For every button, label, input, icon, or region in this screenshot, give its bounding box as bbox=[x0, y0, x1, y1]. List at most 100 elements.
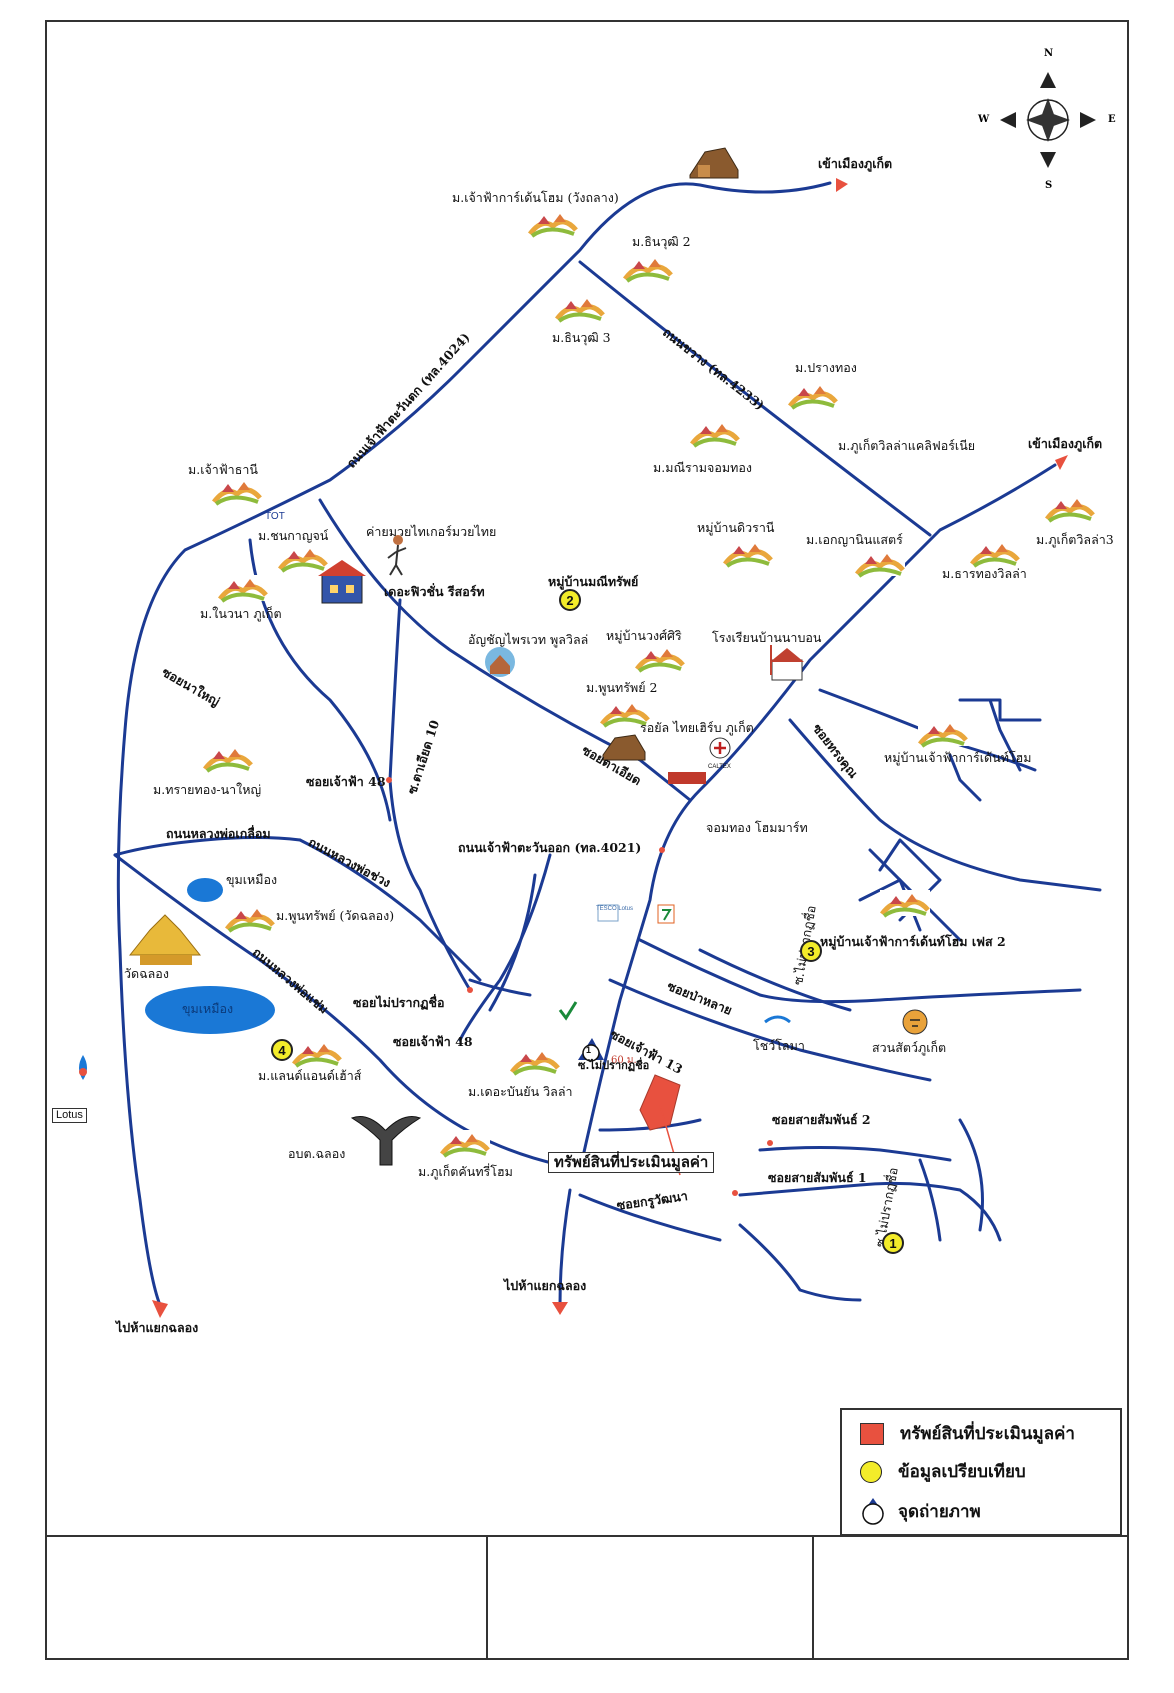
label-nuangsiri: หมู่บ้านวงศ์ศิริ bbox=[606, 628, 682, 643]
road-right-loop bbox=[958, 1118, 984, 1232]
village-icon bbox=[970, 540, 1020, 566]
arrow-to-chalong-left bbox=[152, 1300, 168, 1318]
village-icon bbox=[555, 295, 605, 321]
label-maneeram-jomthong: ม.มณีรามจอมทอง bbox=[653, 460, 752, 475]
royal-herb-icon bbox=[602, 734, 646, 761]
village-icon bbox=[212, 478, 262, 504]
zoo-icon bbox=[902, 1009, 928, 1035]
comparison-marker-3: 3 bbox=[800, 940, 822, 962]
road-4024 bbox=[116, 181, 832, 1307]
village-icon bbox=[918, 720, 968, 746]
label-tot: TOT bbox=[265, 511, 285, 522]
road-4021 bbox=[458, 853, 552, 1042]
road-soi-tayod bbox=[318, 498, 692, 802]
road-lower-branch bbox=[738, 1223, 862, 1302]
road-south-mid bbox=[558, 1188, 572, 1307]
legend-photo-point-icon bbox=[862, 1498, 884, 1525]
compass-south-label: S bbox=[1045, 180, 1053, 191]
label-soi-saisamphan2: ซอยสายสัมพันธ์ 2 bbox=[772, 1112, 871, 1127]
label-road-phoklua: ถนนหลวงพ่อเกลื่อม bbox=[166, 826, 271, 841]
label-subject-property: ทรัพย์สินที่ประเมินมูลค่า bbox=[548, 1152, 715, 1173]
label-manisap: หมู่บ้านมณีทรัพย์ bbox=[548, 574, 639, 589]
label-wat-chalong: วัดฉลอง bbox=[124, 966, 169, 981]
photo-point-marker bbox=[578, 1038, 604, 1062]
label-soi-chaofa48-b: ซอยเจ้าฟ้า 48 bbox=[393, 1034, 473, 1049]
ptt-icon bbox=[79, 1055, 87, 1080]
label-khum-muang-lake: ขุมเหมือง bbox=[182, 1001, 234, 1016]
road-phoklua bbox=[113, 836, 302, 857]
label-chaofa-garden-home-wangthalang: ม.เจ้าฟ้าการ์เด้นโฮม (วังถลาง) bbox=[452, 190, 619, 205]
comparison-marker-4: 4 bbox=[271, 1039, 293, 1061]
label-road-4021: ถนนเจ้าฟ้าตะวันออก (ทล.4021) bbox=[458, 840, 642, 855]
road-right-branch bbox=[918, 1158, 942, 1242]
legend-property-label: ทรัพย์สินที่ประเมินมูลค่า bbox=[900, 1424, 1075, 1444]
comparison-marker-1: 1 bbox=[882, 1232, 904, 1254]
label-soi-chaofa48-a: ซอยเจ้าฟ้า 48 bbox=[306, 774, 386, 789]
label-soi-mai-prakot-c: ซ.ไม่ปรากฏชื่อ bbox=[578, 1059, 650, 1072]
road-kruwatthana bbox=[578, 1193, 722, 1242]
show-lamai-icon bbox=[764, 1015, 791, 1024]
compass-west-label: W bbox=[978, 114, 990, 125]
label-zoo: สวนสัตว์ภูเก็ต bbox=[872, 1040, 947, 1055]
footer-cell-separator bbox=[486, 1537, 488, 1660]
village-icon bbox=[623, 255, 673, 281]
wat-chalong-icon bbox=[128, 914, 202, 965]
label-tharathong-villa: ม.ธารทองวิลล่า bbox=[942, 566, 1027, 581]
anchan-villa-icon bbox=[485, 647, 515, 677]
village-icon bbox=[880, 890, 930, 916]
compass-north-label: N bbox=[1044, 48, 1054, 59]
label-chaofa-thani: ม.เจ้าฟ้าธานี bbox=[188, 462, 258, 477]
legend-comparison-swatch bbox=[860, 1460, 882, 1483]
subject-property-plot bbox=[639, 1074, 681, 1131]
label-muay-thai-camp: ค่ายมวยไทเกอร์มวยไทย bbox=[366, 524, 497, 539]
label-show-lamai: โชว์โลมา bbox=[753, 1038, 805, 1053]
label-saithong-nayai: ม.ทรายทอง-นาใหญ่ bbox=[153, 782, 262, 797]
label-thinwut2: ม.ธินวุฒิ 2 bbox=[632, 234, 691, 249]
label-royal-thai-phuket: รอยัล ไทยเฮิร์บ ภูเก็ต bbox=[640, 720, 754, 735]
village-icon bbox=[1045, 495, 1095, 521]
label-phuket-villa3: ม.ภูเก็ตวิลล่า3 bbox=[1036, 532, 1114, 547]
label-to-chalong-left: ไปห้าแยกฉลอง bbox=[116, 1320, 199, 1335]
label-obt-chalong: อบต.ฉลอง bbox=[288, 1146, 346, 1161]
school-icon bbox=[770, 645, 804, 681]
road-soi-saisamphan1 bbox=[738, 1181, 1002, 1242]
label-school-banna: โรงเรียนบ้านนาบอน bbox=[712, 630, 822, 645]
seven-eleven-icon bbox=[657, 904, 675, 924]
fusion-resort-icon bbox=[318, 560, 366, 604]
house-icon-top bbox=[689, 147, 739, 179]
road-to-phuket-right bbox=[578, 463, 1057, 1172]
village-icon bbox=[292, 1040, 342, 1066]
label-anchan-phrawet: อัญชัญไพรเวท พูลวิลล่ bbox=[468, 632, 589, 647]
village-icon bbox=[690, 420, 740, 446]
village-icon bbox=[510, 1048, 560, 1074]
compass-east-label: E bbox=[1108, 114, 1116, 125]
label-thinwut3: ม.ธินวุฒิ 3 bbox=[552, 330, 611, 345]
photo-point-number: 1 bbox=[586, 1045, 592, 1055]
label-to-phuket-right: เข้าเมืองภูเก็ต bbox=[1028, 436, 1103, 451]
legend-photo-label: จุดถ่ายภาพ bbox=[898, 1501, 981, 1522]
label-eknaphinseri: ม.เอกญานินแสตร์ bbox=[806, 532, 903, 547]
label-soi-saisamphan1: ซอยสายสัมพันธ์ 1 bbox=[768, 1170, 867, 1185]
road-cluster-1 bbox=[958, 698, 1042, 722]
label-chaofa-garden-home2: หมู่บ้านเจ้าฟ้าการ์เด้นท์โฮม เฟส 2 bbox=[820, 934, 1006, 949]
arrow-to-chalong-mid bbox=[552, 1302, 568, 1315]
label-distance-60m: 60 ม. bbox=[611, 1055, 637, 1066]
road-central-link bbox=[468, 978, 532, 997]
road-phochaem bbox=[113, 853, 562, 1167]
village-icon bbox=[723, 540, 773, 566]
village-icon bbox=[218, 575, 268, 601]
homemart-icon bbox=[668, 772, 706, 784]
road-soi-chaofa13 bbox=[608, 978, 932, 1082]
label-nawana: ม.ในวนา ภูเก็ต bbox=[200, 606, 282, 621]
village-icon bbox=[635, 645, 685, 671]
label-phuket-villa-california: ม.ภูเก็ตวิลล่าแคลิฟอร์เนีย bbox=[838, 438, 976, 453]
road-soi-saisamphan2 bbox=[758, 1146, 952, 1162]
road-phochuang bbox=[298, 838, 482, 982]
legend-row-comparison: ข้อมูลเปรียบเทียบ bbox=[860, 1458, 1026, 1485]
road-to-showlamai bbox=[698, 948, 852, 1012]
label-soi-mai-prakot-name: ซอยไม่ปรากฏชื่อ bbox=[353, 995, 445, 1010]
label-poonsap2: ม.พูนทรัพย์ 2 bbox=[586, 680, 658, 695]
label-phuket-country-home: ม.ภูเก็ตคันทรี่โฮม bbox=[418, 1164, 513, 1179]
arrow-to-phuket-right bbox=[1055, 455, 1068, 470]
label-the-bunbin: ม.เดอะบันยัน วิลล่า bbox=[468, 1084, 573, 1099]
